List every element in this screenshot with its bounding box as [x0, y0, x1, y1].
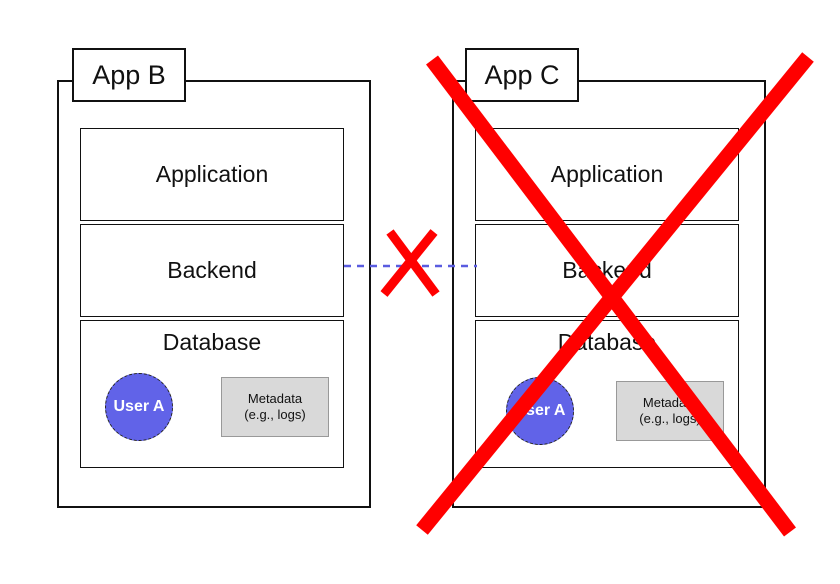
app-c-metadata-line2: (e.g., logs): [639, 411, 701, 426]
app-b-application-layer: Application: [80, 128, 344, 221]
large-cross-icon: [416, 52, 814, 537]
app-b-backend-layer: Backend: [80, 224, 344, 317]
app-c-database-layer: Database User A Metadata (e.g., logs): [475, 320, 739, 468]
app-b-title: App B: [72, 48, 186, 102]
app-b-user-a: User A: [105, 373, 173, 441]
app-b-metadata-box: Metadata (e.g., logs): [221, 377, 329, 437]
app-b-metadata-line2: (e.g., logs): [244, 407, 306, 422]
small-cross-icon: [380, 229, 440, 297]
app-b-database-layer: Database User A Metadata (e.g., logs): [80, 320, 344, 468]
app-b-metadata-line1: Metadata: [247, 391, 303, 406]
app-c-title: App C: [465, 48, 579, 102]
app-b-database-label: Database: [162, 329, 262, 355]
